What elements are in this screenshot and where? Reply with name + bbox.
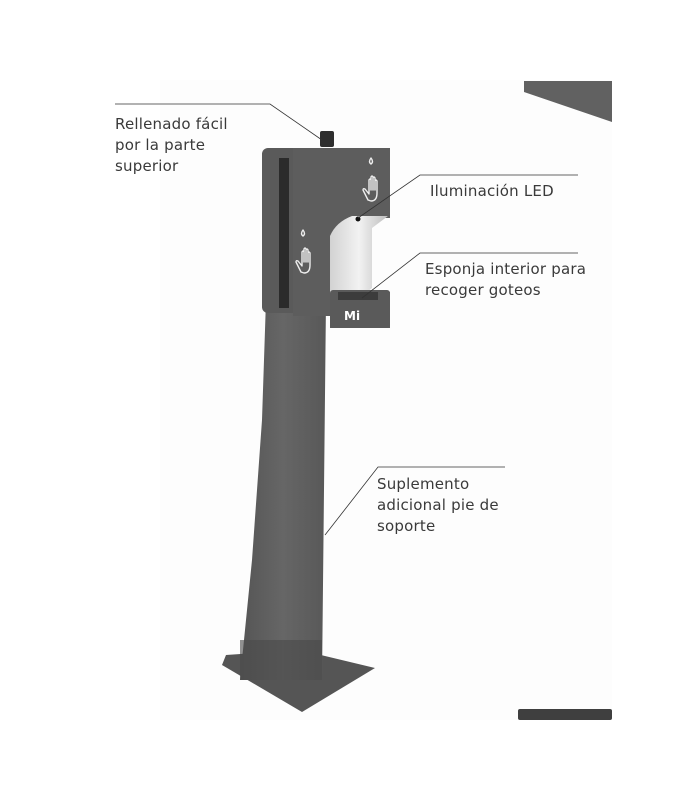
stand-post	[240, 300, 326, 680]
refill-cap	[320, 131, 334, 147]
leader-line-stand	[324, 466, 505, 536]
corner-block-bottom	[518, 709, 612, 720]
drop-icon	[300, 229, 306, 237]
drop-icon	[368, 157, 374, 165]
hand-icon	[295, 247, 311, 274]
hand-icon	[362, 175, 378, 202]
corner-block-top	[524, 81, 612, 122]
sponge	[338, 292, 378, 300]
callout-sponge: Esponja interior para recoger goteos	[425, 260, 587, 299]
led-light	[355, 216, 361, 222]
callout-stand: Suplemento adicional pie de soporte	[377, 475, 499, 535]
callout-refill: Rellenado fácil por la parte superior	[115, 115, 228, 175]
leader-line-sponge	[361, 252, 578, 299]
callout-led: Iluminación LED	[430, 182, 554, 200]
brand-logo: Mi	[344, 309, 360, 323]
metal-cavity	[330, 216, 388, 296]
leader-line-led	[357, 174, 578, 219]
leader-line-refill	[115, 103, 323, 141]
